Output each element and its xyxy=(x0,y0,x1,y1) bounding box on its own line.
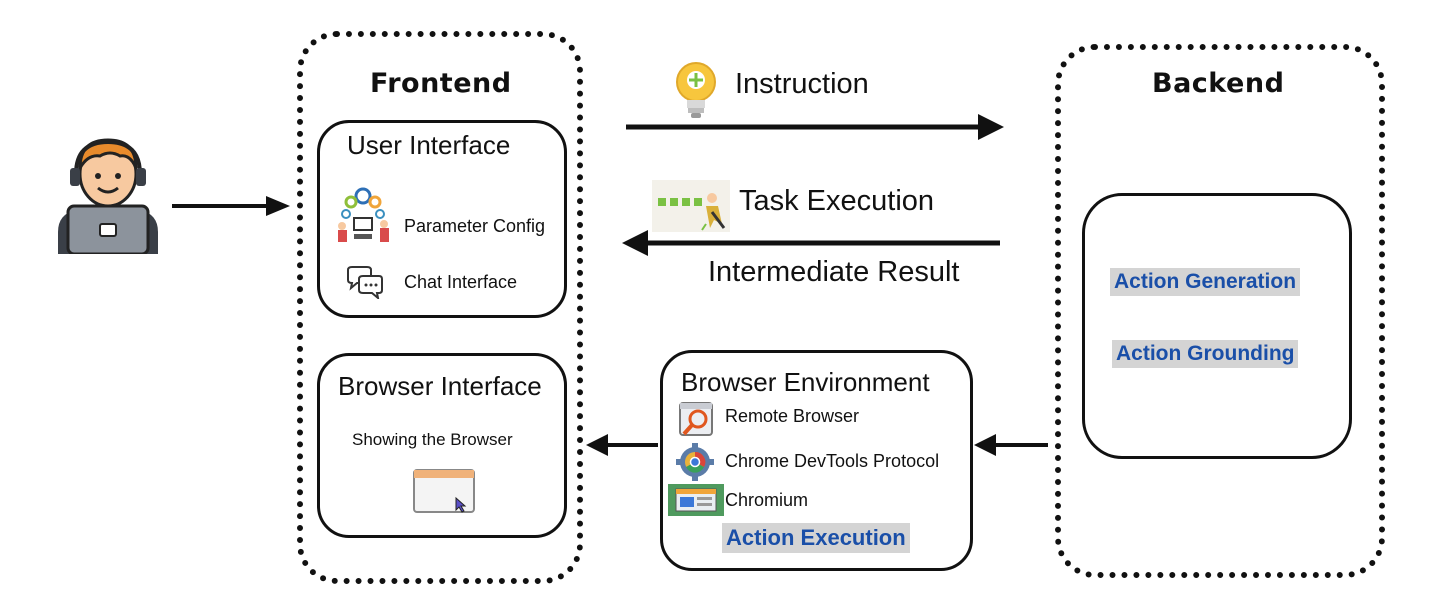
frontend-title: Frontend xyxy=(370,68,512,99)
browser-interface-subtitle: Showing the Browser xyxy=(352,430,513,449)
user-icon xyxy=(50,128,166,256)
backend-title: Backend xyxy=(1152,68,1285,99)
chromium-label: Chromium xyxy=(725,490,809,510)
browser-window-icon xyxy=(412,468,476,514)
user-interface-panel xyxy=(317,120,567,318)
parameter-config-label: Parameter Config xyxy=(404,216,546,236)
intermediate-result-label: Intermediate Result xyxy=(708,256,960,288)
user-to-frontend-arrow xyxy=(172,196,290,216)
browser-interface-panel xyxy=(317,353,567,538)
chromium-window-icon xyxy=(668,484,724,516)
parameter-config-icon xyxy=(334,186,392,242)
browser-environment-title: Browser Environment xyxy=(681,367,930,397)
action-grounding-badge: Action Grounding xyxy=(1112,340,1299,368)
action-execution-badge: Action Execution xyxy=(722,523,910,553)
environment-to-interface-arrow xyxy=(586,434,658,456)
backend-container xyxy=(1055,44,1385,578)
remote-browser-label: Remote Browser xyxy=(725,406,860,426)
instruction-label: Instruction xyxy=(735,68,869,100)
remote-browser-icon xyxy=(676,401,716,437)
chrome-devtools-protocol-label: Chrome DevTools Protocol xyxy=(725,451,940,471)
lightbulb-icon xyxy=(674,60,718,122)
backend-actions-panel xyxy=(1082,193,1352,459)
browser-environment-panel xyxy=(660,350,973,571)
chat-interface-label: Chat Interface xyxy=(404,272,518,292)
browser-interface-title: Browser Interface xyxy=(338,371,542,401)
backend-to-environment-arrow xyxy=(974,434,1048,456)
gear-icon xyxy=(676,443,714,481)
action-generation-badge: Action Generation xyxy=(1110,268,1301,296)
user-interface-title: User Interface xyxy=(347,130,511,160)
frontend-container xyxy=(297,31,583,584)
chat-bubbles-icon xyxy=(345,265,385,301)
task-execution-icon xyxy=(652,180,730,232)
task-execution-label: Task Execution xyxy=(739,185,935,217)
intermediate-result-arrow xyxy=(622,230,1000,256)
